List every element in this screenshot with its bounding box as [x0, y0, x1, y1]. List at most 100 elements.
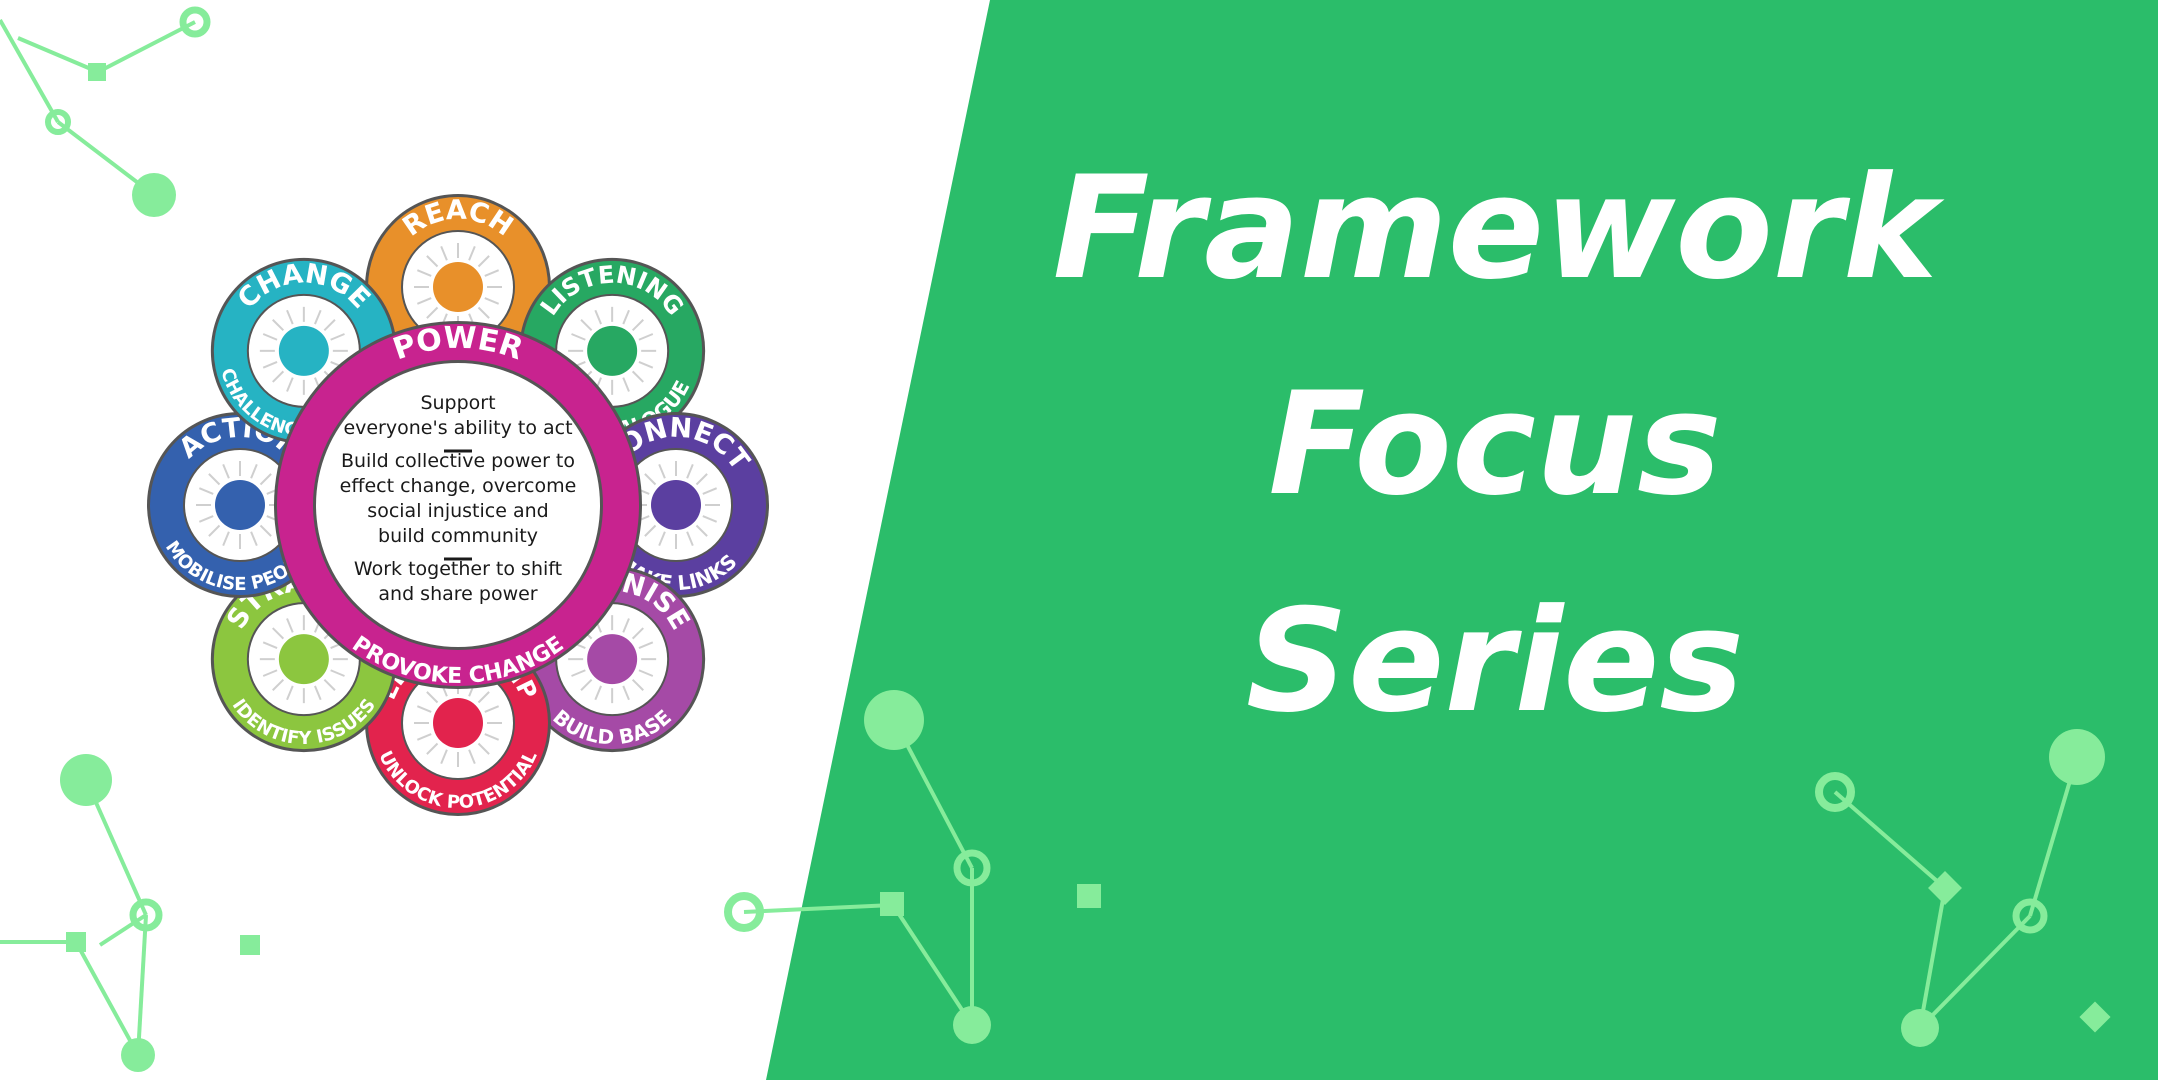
- ring-tick: [323, 678, 336, 691]
- ring-tick: [638, 669, 654, 677]
- ring-tick: [440, 749, 448, 765]
- ring-tick: [262, 669, 278, 677]
- power-text-line: Work together to shift: [354, 558, 562, 580]
- ring-tick: [571, 669, 586, 677]
- ring-tick: [250, 463, 258, 479]
- power-text-line: social injustice and: [367, 500, 548, 522]
- green-panel: [766, 0, 2158, 1080]
- ring-tick: [695, 473, 708, 486]
- ring-core: [215, 480, 265, 530]
- ring-tick: [259, 473, 272, 486]
- ring-tick: [631, 678, 644, 691]
- ring-tick: [686, 531, 694, 547]
- ring-tick: [622, 377, 630, 392]
- ring-tick: [695, 524, 708, 537]
- network-decoration: [0, 6, 2111, 1072]
- ring-tick: [622, 618, 630, 633]
- ring-tick: [484, 269, 500, 277]
- ring-core: [278, 325, 329, 376]
- ring-tick: [468, 245, 476, 261]
- ring-tick: [658, 531, 666, 547]
- ring-tick: [622, 309, 630, 325]
- title-line-1: Framework: [1053, 146, 1945, 311]
- power-hole: [316, 363, 600, 647]
- ring-tick: [330, 669, 345, 677]
- power-text-line: Support: [420, 392, 495, 414]
- ring-tick: [314, 685, 322, 701]
- ring-tick: [272, 678, 285, 691]
- ring-tick: [477, 255, 490, 268]
- title-line-2: Focus: [1268, 362, 1721, 527]
- power-text-line: Build collective power to: [341, 450, 575, 472]
- ring-tick: [702, 487, 718, 495]
- ring-tick: [638, 641, 654, 649]
- ring-tick: [631, 627, 644, 640]
- ring-core: [433, 698, 483, 748]
- ring-tick: [477, 742, 490, 755]
- ring-tick: [262, 641, 278, 649]
- framework-diagram: REACHGET OUTLISTENINGSPARK DIALOGUECONNE…: [147, 194, 769, 816]
- ring-tick: [416, 269, 432, 277]
- ring-core: [587, 634, 638, 685]
- ring-core: [651, 480, 701, 530]
- ring-tick: [259, 524, 272, 537]
- power-text-line: everyone's ability to act: [343, 417, 572, 439]
- ring-tick: [262, 361, 278, 369]
- ring-tick: [314, 309, 322, 325]
- ring-tick: [658, 463, 666, 479]
- ring-tick: [631, 319, 644, 332]
- ring-tick: [484, 705, 500, 713]
- ring-tick: [631, 370, 644, 383]
- ring-tick: [484, 297, 500, 305]
- power-text-line: and share power: [378, 583, 537, 605]
- ring-tick: [272, 627, 285, 640]
- ring-tick: [286, 618, 294, 633]
- ring-tick: [208, 473, 221, 486]
- ring-tick: [468, 749, 476, 765]
- ring-tick: [426, 691, 439, 704]
- ring-tick: [208, 524, 221, 537]
- ring-tick: [638, 333, 654, 341]
- ring-tick: [286, 685, 294, 701]
- ring-tick: [222, 463, 230, 479]
- ring-tick: [272, 319, 285, 332]
- ring-tick: [622, 685, 630, 701]
- ring-core: [587, 325, 638, 376]
- power-text-line: effect change, overcome: [340, 475, 577, 497]
- ring-tick: [426, 255, 439, 268]
- ring-tick: [286, 309, 294, 325]
- ring-tick: [644, 473, 657, 486]
- ring-tick: [580, 678, 593, 691]
- ring-tick: [644, 524, 657, 537]
- title-line-3: Series: [1246, 579, 1744, 744]
- ring-core: [278, 634, 329, 685]
- ring-tick: [594, 309, 602, 325]
- ring-tick: [323, 319, 336, 332]
- ring-tick: [272, 370, 285, 383]
- ring-tick: [477, 306, 490, 319]
- ring-tick: [594, 685, 602, 701]
- ring-core: [433, 262, 483, 312]
- ring-tick: [262, 333, 278, 341]
- ring-tick: [198, 487, 214, 495]
- ring-tick: [222, 531, 230, 547]
- ring-tick: [426, 306, 439, 319]
- ring-tick: [638, 361, 654, 369]
- ring-tick: [416, 705, 432, 713]
- ring-tick: [426, 742, 439, 755]
- ring-tick: [440, 245, 448, 261]
- ring-tick: [484, 733, 500, 741]
- power-text-line: build community: [378, 525, 538, 547]
- ring-tick: [686, 463, 694, 479]
- ring-tick: [250, 531, 258, 547]
- ring-tick: [416, 297, 432, 305]
- ring-tick: [416, 733, 432, 741]
- ring-tick: [702, 515, 718, 523]
- ring-tick: [198, 515, 214, 523]
- ring-tick: [580, 319, 593, 332]
- ring-tick: [286, 377, 294, 392]
- ring-tick: [477, 691, 490, 704]
- ring-tick: [571, 333, 586, 341]
